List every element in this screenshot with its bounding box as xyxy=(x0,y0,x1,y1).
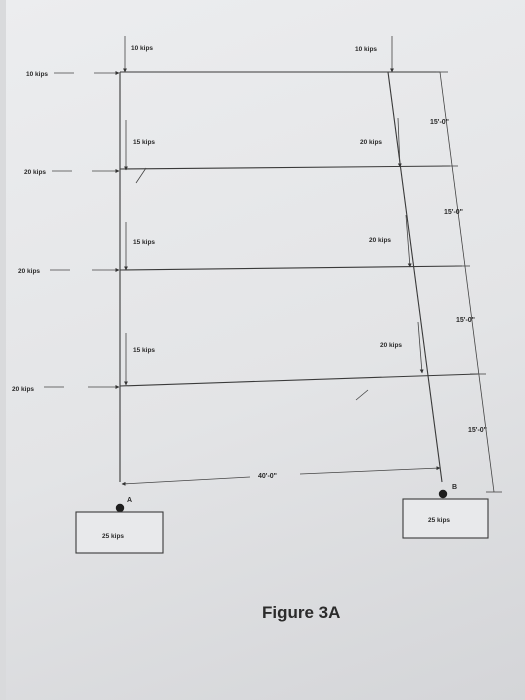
lateral-load-label-2: 20 kips xyxy=(24,169,46,176)
support-a-load: 25 kips xyxy=(102,533,124,540)
support-b-load: 25 kips xyxy=(428,517,450,524)
floor-load-label-right-2: 20 kips xyxy=(369,237,391,244)
floor-load-label-left-2: 15 kips xyxy=(133,239,155,246)
top-load-label-right: 10 kips xyxy=(355,46,377,53)
right-column xyxy=(387,71,443,483)
bay-width-label: 40'-0" xyxy=(258,473,277,480)
support-a-footing xyxy=(75,511,164,554)
lateral-load-label-4: 20 kips xyxy=(12,386,34,393)
story-height-label-3: 15'-0" xyxy=(456,317,475,324)
support-b-pin xyxy=(438,489,448,499)
floor-load-label-right-1: 20 kips xyxy=(360,139,382,146)
floor-load-arrow-right-3 xyxy=(417,321,424,374)
lateral-load-label-1: 10 kips xyxy=(26,71,48,78)
floor-load-arrow-right-2 xyxy=(405,214,412,268)
support-b-footing xyxy=(402,498,489,539)
floor-beam-1 xyxy=(119,165,451,170)
story-height-label-4: 15'-0" xyxy=(468,427,487,434)
lateral-load-label-3: 20 kips xyxy=(18,268,40,275)
floor-load-label-left-1: 15 kips xyxy=(133,139,155,146)
frame-members xyxy=(119,71,479,483)
sketch-mark xyxy=(355,389,369,401)
story-height-label-1: 15'-0" xyxy=(430,119,449,126)
top-load-label-left: 10 kips xyxy=(131,45,153,52)
floor-beam-2 xyxy=(119,265,463,271)
sketch-mark xyxy=(135,167,147,184)
paper-background xyxy=(6,0,525,700)
support-a-label: A xyxy=(127,497,132,504)
floor-beam-3 xyxy=(119,373,479,387)
support-b-label: B xyxy=(452,484,457,491)
support-a-pin xyxy=(115,503,125,513)
floor-load-arrow-right-1 xyxy=(397,117,402,168)
floor-load-label-left-3: 15 kips xyxy=(133,347,155,354)
height-dimension xyxy=(436,71,502,493)
bay-width-dimension xyxy=(121,466,441,486)
floor-load-label-right-3: 20 kips xyxy=(380,342,402,349)
figure-caption: Figure 3A xyxy=(262,603,340,622)
story-height-label-2: 15'-0" xyxy=(444,209,463,216)
